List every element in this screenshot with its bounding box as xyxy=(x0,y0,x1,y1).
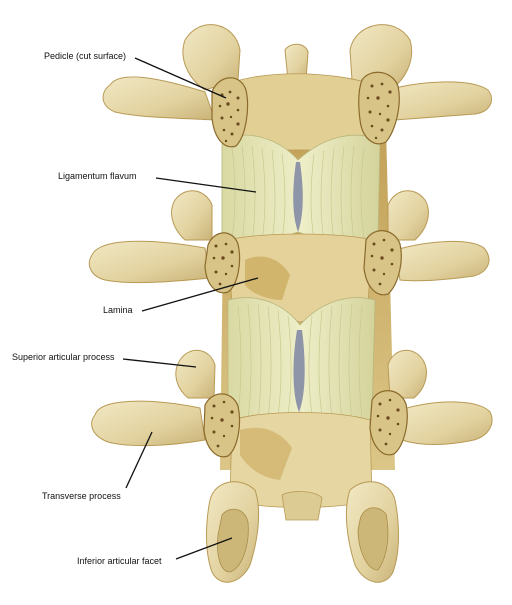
lower-transverse-process-left xyxy=(91,400,206,447)
lower-superior-articular-left xyxy=(175,350,216,399)
leader-line-ligamentum-flavum xyxy=(155,177,257,193)
label-superior-articular-process: Superior articular process xyxy=(12,352,115,362)
pedicle-cut-surface-lower-left xyxy=(203,393,241,458)
middle-superior-articular-right xyxy=(387,190,429,241)
middle-lamina-shadow xyxy=(245,256,290,300)
upper-midline-gap xyxy=(293,162,303,232)
inferior-articular-facet-right xyxy=(357,507,389,571)
label-ligamentum-flavum: Ligamentum flavum xyxy=(58,171,137,181)
lower-superior-articular-right xyxy=(387,350,427,399)
pedicle-cut-surface-middle-right xyxy=(363,230,402,296)
label-pedicle: Pedicle (cut surface) xyxy=(44,51,127,61)
leader-line-pedicle xyxy=(134,57,227,99)
middle-superior-articular-left xyxy=(171,190,213,241)
leader-line-inferior-facet xyxy=(175,537,233,560)
middle-transverse-process-right xyxy=(394,241,490,282)
lower-midline-gap xyxy=(293,330,305,412)
upper-ligament-fibers xyxy=(231,145,365,245)
middle-transverse-process-left xyxy=(88,240,211,284)
pedicle-cut-surface-upper-right xyxy=(358,71,400,145)
upper-transverse-process-right xyxy=(379,81,492,121)
pedicle-cut-surface-middle-left xyxy=(204,232,241,294)
pedicle-cut-surface-upper-left xyxy=(211,77,249,148)
label-lamina: Lamina xyxy=(103,305,133,315)
upper-superior-articular-left xyxy=(182,24,241,91)
label-inferior-articular-facet: Inferior articular facet xyxy=(77,556,162,566)
lower-lamina-shadow xyxy=(240,427,292,480)
pedicle-cut-surface-lower-right xyxy=(369,390,408,456)
leader-line-transverse xyxy=(125,431,153,489)
lower-spinous-process xyxy=(281,491,323,521)
upper-transverse-process-left xyxy=(102,76,216,121)
lower-transverse-process-right xyxy=(399,401,493,445)
inferior-articular-facet-left xyxy=(217,508,249,573)
leader-line-lamina xyxy=(141,277,259,312)
leader-line-superior-articular xyxy=(122,358,197,368)
label-transverse-process: Transverse process xyxy=(42,491,121,501)
lower-ligament-fibers xyxy=(237,303,363,421)
